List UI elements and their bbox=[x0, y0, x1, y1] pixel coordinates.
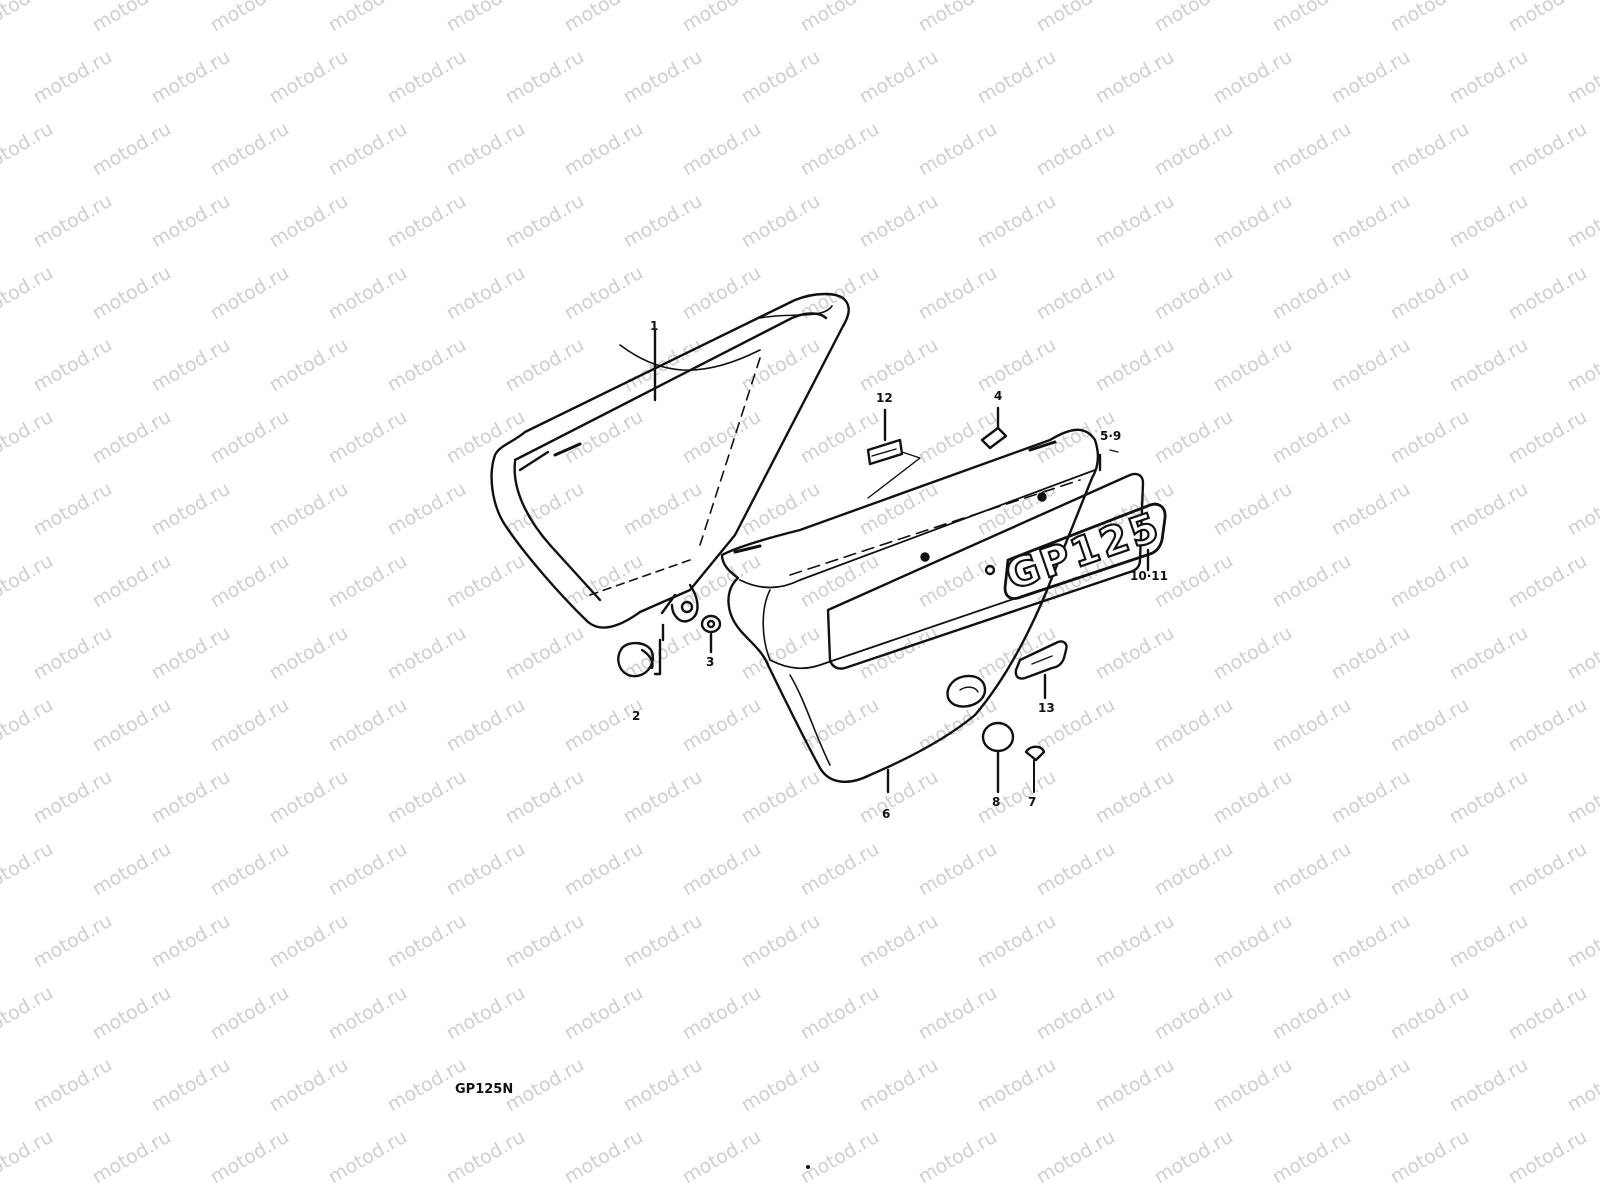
clip-part-12 bbox=[866, 408, 921, 499]
callout-8: 8 bbox=[992, 795, 1000, 809]
callout-4: 4 bbox=[994, 389, 1002, 403]
callout-7: 7 bbox=[1028, 795, 1036, 809]
callout-12: 12 bbox=[876, 391, 893, 405]
screw-part-7 bbox=[1024, 745, 1046, 793]
grommet-part bbox=[617, 623, 665, 678]
callout-2: 2 bbox=[632, 709, 640, 723]
washer-part-3 bbox=[700, 614, 722, 654]
gp125-emblem bbox=[1003, 502, 1167, 600]
callout-3: 3 bbox=[706, 655, 714, 669]
right-side-cover bbox=[720, 428, 1100, 794]
callout-13: 13 bbox=[1038, 701, 1055, 715]
stray-dot bbox=[806, 1165, 810, 1169]
emblem-plate bbox=[826, 453, 1145, 670]
clip-part-4 bbox=[980, 406, 1008, 450]
washer-part-8 bbox=[981, 721, 1015, 794]
left-side-cover bbox=[490, 292, 850, 629]
reflector-part-13 bbox=[1014, 640, 1068, 700]
callout-10-11: 10·11 bbox=[1130, 569, 1168, 583]
callout-5-9: 5·9 bbox=[1100, 429, 1121, 443]
model-code-label: GP125N bbox=[455, 1082, 514, 1097]
emblem-lettering: GP125 bbox=[1000, 504, 1167, 600]
callout-6: 6 bbox=[882, 807, 890, 821]
callout-1: 1 bbox=[650, 319, 658, 333]
